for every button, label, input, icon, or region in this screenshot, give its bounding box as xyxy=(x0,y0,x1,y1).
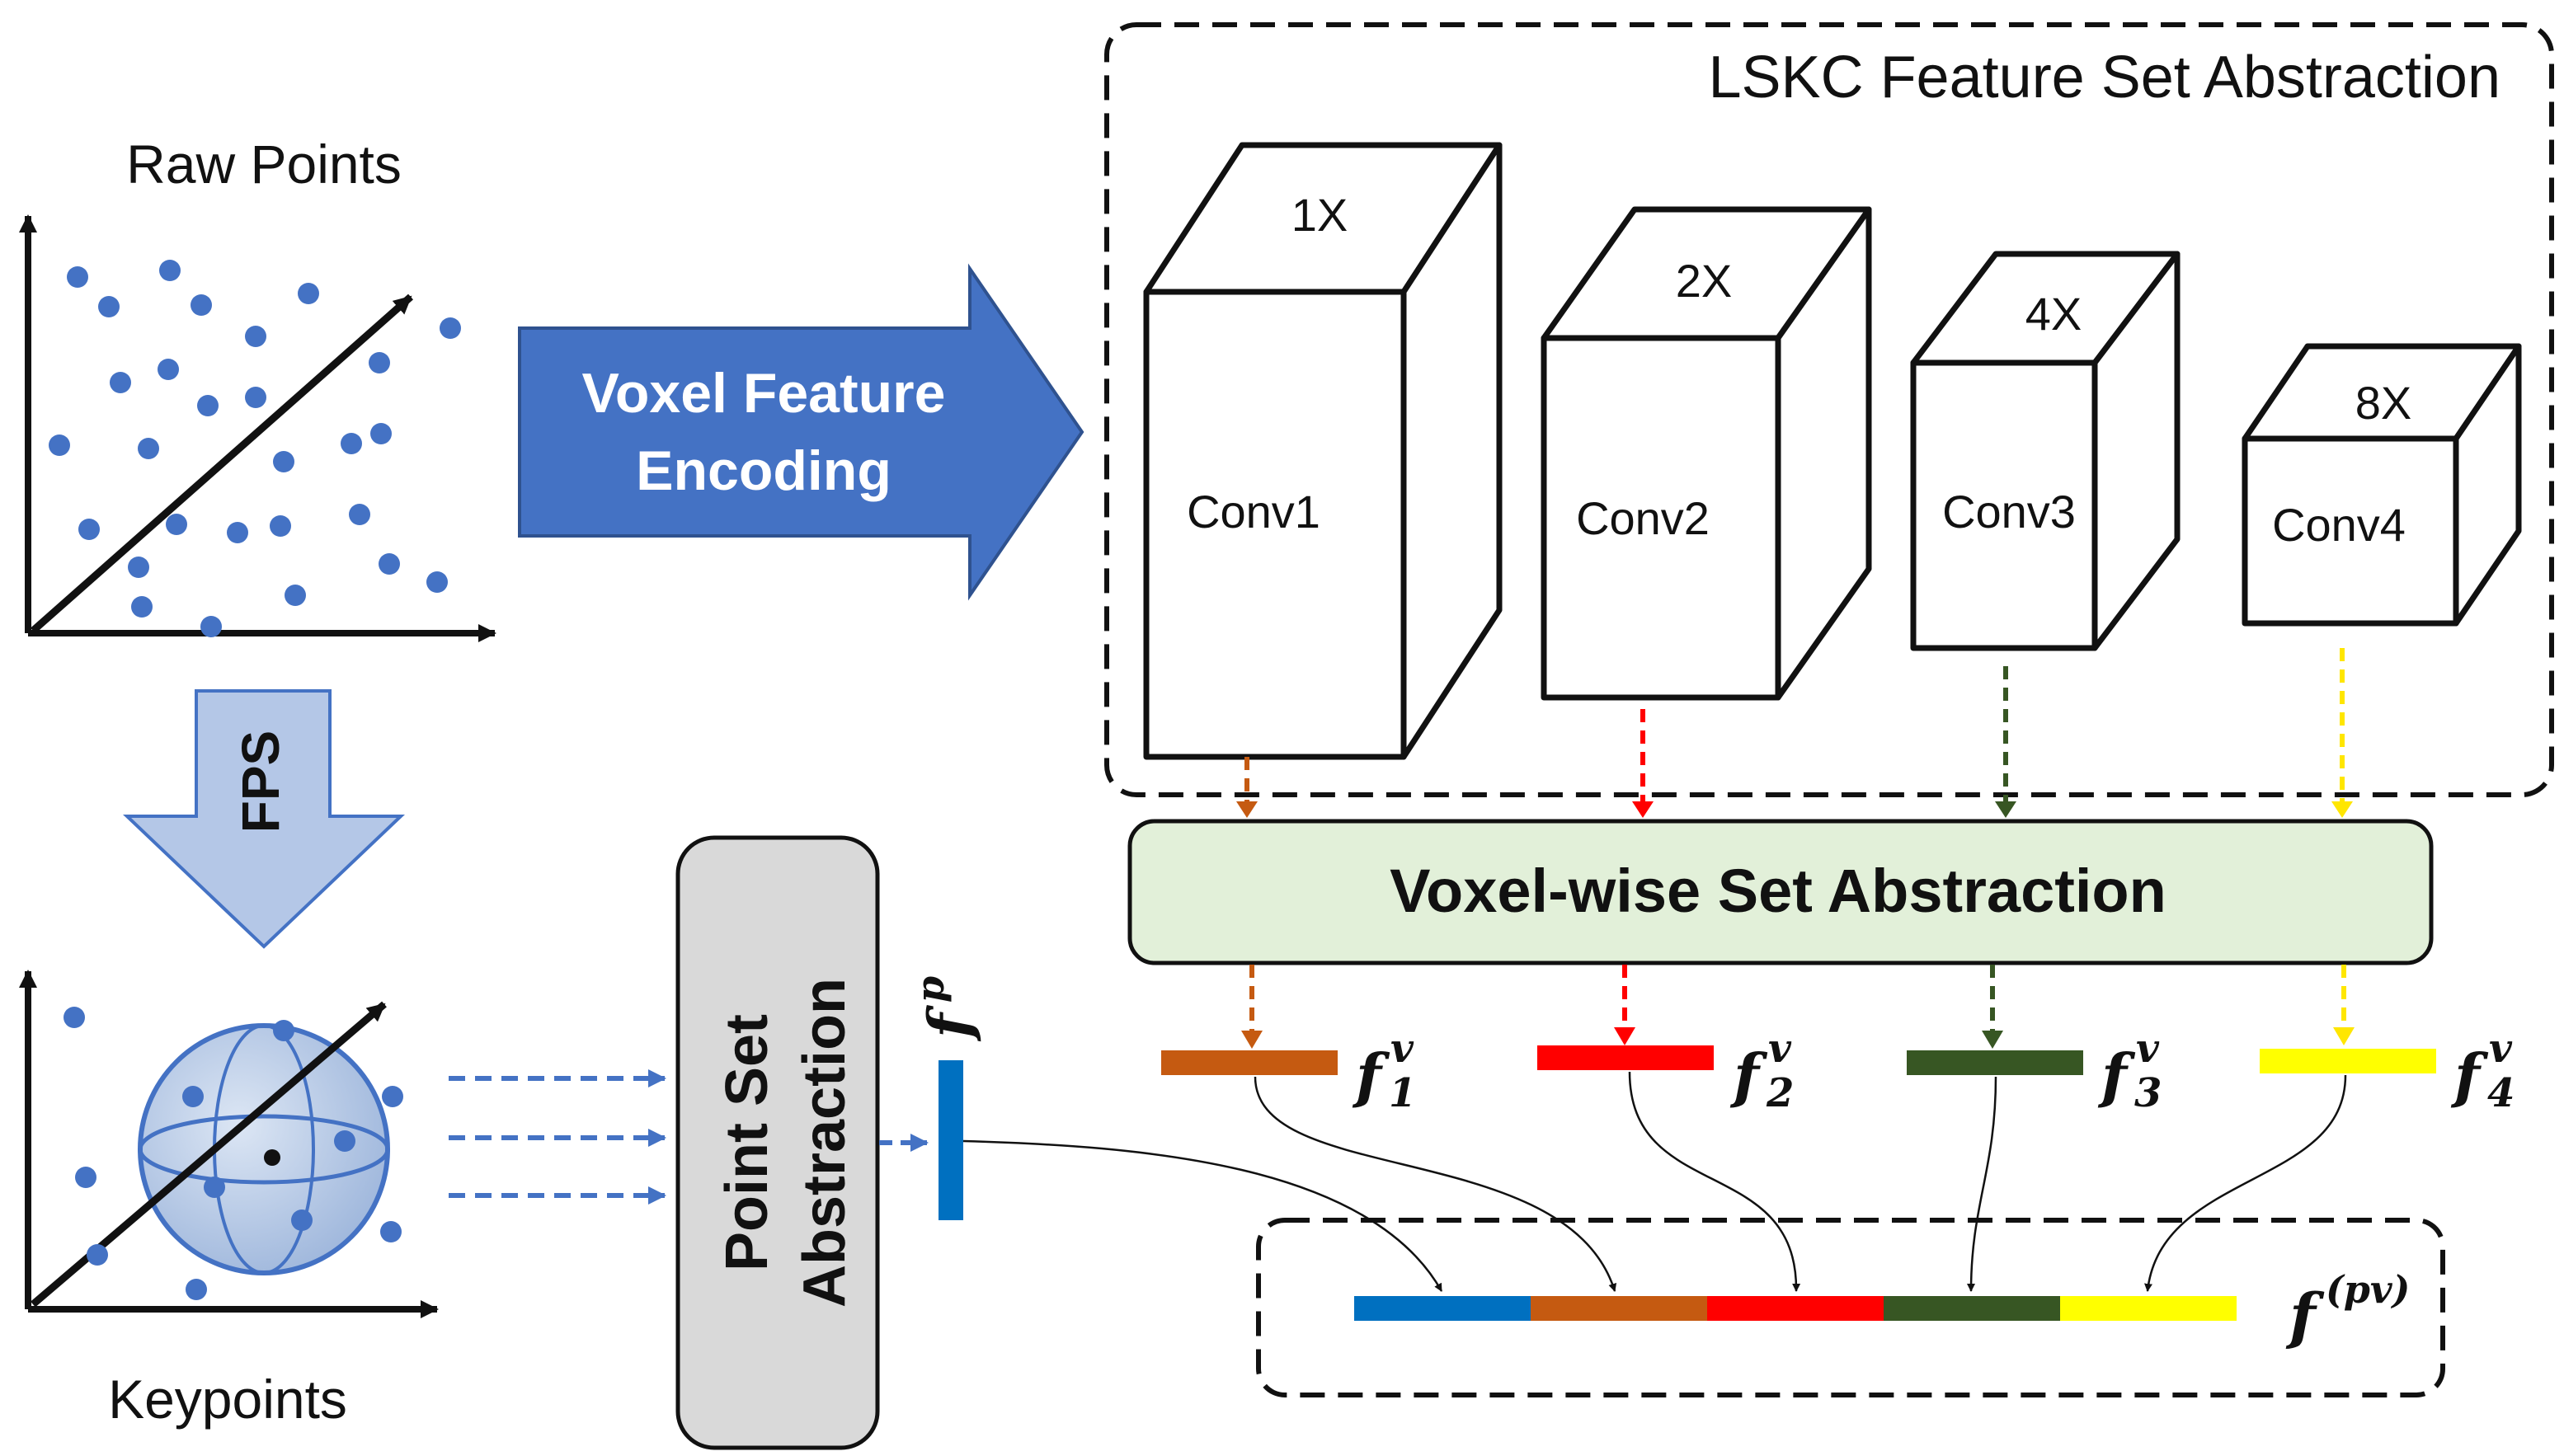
vsa-to-features-arrowheads xyxy=(1241,1027,2355,1049)
fpv-segment-v3 xyxy=(1884,1296,2060,1321)
conv-to-vsa-arrows xyxy=(1244,648,2345,803)
conv1-label: Conv1 xyxy=(1187,486,1320,538)
conv2-label: Conv2 xyxy=(1576,492,1710,544)
fpv-dashed-border xyxy=(1256,1218,2445,1397)
point-sa-line2: Abstraction xyxy=(792,978,858,1308)
svg-text:v: v xyxy=(1390,1026,1414,1072)
fp-label: f p xyxy=(908,976,984,1042)
keypoints-title: Keypoints xyxy=(108,1369,347,1430)
raw-trend-arrow xyxy=(31,294,413,634)
fpv-segment-p xyxy=(1354,1296,1531,1321)
point-sa-line1: Point Set xyxy=(714,1014,780,1271)
svg-text:(pv): (pv) xyxy=(2326,1267,2410,1312)
conv4-label: Conv4 xyxy=(2272,499,2406,551)
svg-text:f: f xyxy=(2285,1281,2325,1352)
conv1-block xyxy=(1143,142,1503,760)
svg-text:3: 3 xyxy=(2134,1070,2162,1116)
voxel-wise-set-abstraction: Voxel-wise Set Abstraction xyxy=(1127,819,2434,965)
lskc-feature-set-abstraction: LSKC Feature Set Abstraction 1X Conv1 2X… xyxy=(1104,22,2554,797)
conv-to-vsa-arrowheads xyxy=(1236,801,2353,818)
fpv-segment-v2 xyxy=(1707,1296,1884,1321)
concat-connectors xyxy=(962,1071,2347,1292)
fv1-bar xyxy=(1161,1050,1338,1075)
lskc-dashed-border xyxy=(1104,22,2554,797)
keypoint-cloud xyxy=(64,1007,403,1300)
fv3-label: f v 3 xyxy=(2097,1026,2162,1116)
svg-text:f: f xyxy=(1352,1040,1390,1111)
concatenated-feature-box: f (pv) xyxy=(1256,1218,2445,1397)
fp-bar xyxy=(939,1060,963,1220)
svg-text:v: v xyxy=(2489,1026,2513,1072)
point-set-abstraction: Point Set Abstraction xyxy=(675,835,880,1450)
keypoints-to-point-sa-arrows xyxy=(449,1069,666,1205)
fps-label: FPS xyxy=(231,730,290,833)
conv4-scale: 8X xyxy=(2355,377,2412,429)
fps-arrow: FPS xyxy=(122,689,406,949)
lskc-title: LSKC Feature Set Abstraction xyxy=(1708,45,2500,110)
vsa-to-features-arrows xyxy=(1249,965,2346,1031)
fv4-to-concat-line xyxy=(2144,1074,2347,1292)
svg-text:f: f xyxy=(1729,1040,1768,1111)
fv2-bar xyxy=(1537,1045,1714,1070)
voxel-encoding-line2: Encoding xyxy=(636,439,892,502)
fv1-to-concat-line xyxy=(1254,1076,1617,1292)
conv2-scale: 2X xyxy=(1676,255,1733,307)
fv4-label: f v 4 xyxy=(2450,1026,2515,1116)
fv2-to-concat-line xyxy=(1628,1071,1801,1292)
conv2-block xyxy=(1541,206,1872,701)
fv1-label: f v 1 xyxy=(1352,1026,1416,1116)
voxel-feature-encoding-arrow: Voxel Feature Encoding xyxy=(518,263,1084,601)
voxel-feature-bars xyxy=(1161,1045,2436,1075)
svg-text:1: 1 xyxy=(1389,1070,1416,1116)
voxel-sa-label: Voxel-wise Set Abstraction xyxy=(1390,857,2166,925)
voxel-encoding-line1: Voxel Feature xyxy=(582,362,946,425)
svg-text:v: v xyxy=(2136,1026,2160,1072)
fv4-bar xyxy=(2260,1049,2436,1073)
raw-points-title: Raw Points xyxy=(126,134,402,195)
keypoints-panel: Keypoints xyxy=(19,970,439,1430)
fpv-segment-v4 xyxy=(2060,1296,2237,1321)
conv1-scale: 1X xyxy=(1291,189,1348,241)
conv4-block xyxy=(2242,343,2522,627)
raw-point-cloud xyxy=(49,260,461,637)
conv3-scale: 4X xyxy=(2025,288,2082,340)
conv3-block xyxy=(1910,251,2181,651)
fv3-to-concat-line xyxy=(1967,1076,1997,1292)
svg-text:v: v xyxy=(1768,1026,1792,1072)
fv3-bar xyxy=(1907,1050,2083,1075)
fp-to-concat-line xyxy=(962,1139,1443,1292)
conv3-label: Conv3 xyxy=(1942,486,2076,538)
svg-text:2: 2 xyxy=(1766,1070,1794,1116)
svg-text:f: f xyxy=(915,1004,984,1042)
raw-points-panel: Raw Points xyxy=(19,134,496,642)
fpv-label: f (pv) xyxy=(2285,1267,2410,1352)
svg-text:f: f xyxy=(2450,1040,2489,1111)
svg-text:4: 4 xyxy=(2487,1070,2515,1116)
svg-text:f: f xyxy=(2097,1040,2136,1111)
fv2-label: f v 2 xyxy=(1729,1026,1794,1116)
svg-text:p: p xyxy=(908,976,953,1003)
fpv-segment-v1 xyxy=(1531,1296,1707,1321)
